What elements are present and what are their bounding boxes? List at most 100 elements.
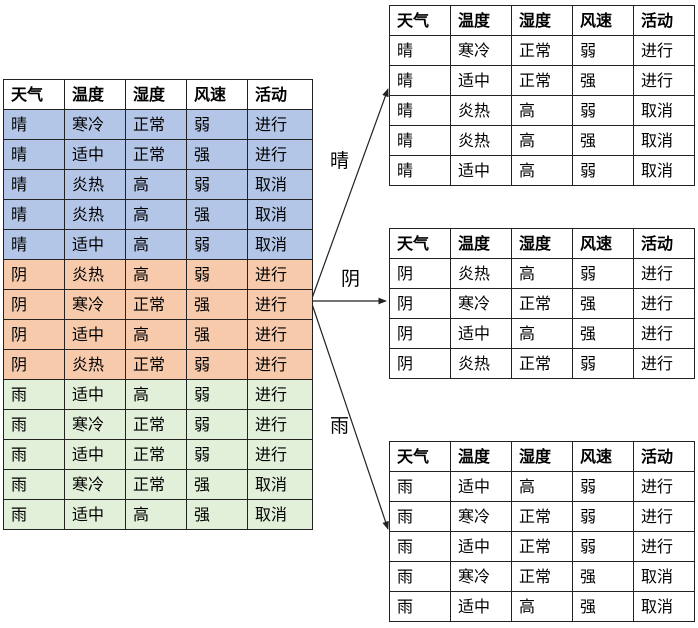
cell-wind: 弱 [186,169,248,200]
cell-wind: 弱 [186,379,248,410]
cell-weather: 雨 [3,499,65,530]
cell-temperature: 寒冷 [64,289,126,320]
header-wind: 风速 [572,228,634,259]
cell-activity: 进行 [633,501,695,532]
table-row: 晴寒冷正常弱进行 [3,109,313,140]
header-wind: 风速 [572,441,634,472]
cell-wind: 弱 [186,259,248,290]
header-activity: 活动 [633,441,695,472]
cell-activity: 进行 [247,379,313,410]
main-table-body: 晴寒冷正常弱进行晴适中正常强进行晴炎热高弱取消晴炎热高强取消晴适中高弱取消阴炎热… [3,109,313,530]
header-weather: 天气 [389,228,451,259]
cell-activity: 取消 [633,561,695,592]
cell-activity: 进行 [247,409,313,440]
cell-activity: 取消 [247,469,313,500]
cell-weather: 雨 [389,531,451,562]
table-row: 雨寒冷正常弱进行 [389,501,695,532]
cell-humidity: 高 [511,95,573,126]
cell-weather: 晴 [3,169,65,200]
cell-activity: 进行 [247,439,313,470]
subset-table-body: 晴寒冷正常弱进行晴适中正常强进行晴炎热高弱取消晴炎热高强取消晴适中高弱取消 [389,35,695,186]
cell-activity: 进行 [247,259,313,290]
cell-weather: 雨 [3,379,65,410]
cell-weather: 阴 [389,318,451,349]
header-humidity: 湿度 [511,228,573,259]
header-humidity: 湿度 [125,79,187,110]
subset-table-cloudy: 天气 温度 湿度 风速 活动 阴炎热高弱进行阴寒冷正常强进行阴适中高强进行阴炎热… [389,228,695,379]
branch-label-rainy: 雨 [330,415,350,437]
cell-weather: 阴 [3,289,65,320]
table-row: 阴炎热高弱进行 [3,259,313,290]
branch-label-cloudy: 阴 [341,268,361,290]
cell-activity: 取消 [247,199,313,230]
cell-activity: 进行 [247,139,313,170]
table-row: 雨适中高弱进行 [3,379,313,410]
cell-wind: 弱 [572,531,634,562]
cell-humidity: 正常 [125,439,187,470]
cell-humidity: 正常 [125,409,187,440]
table-row: 阴寒冷正常强进行 [3,289,313,320]
cell-activity: 进行 [633,35,695,66]
cell-weather: 晴 [389,95,451,126]
cell-activity: 取消 [633,591,695,622]
cell-temperature: 适中 [450,531,512,562]
cell-humidity: 高 [125,259,187,290]
cell-wind: 强 [186,139,248,170]
cell-humidity: 正常 [511,501,573,532]
header-row: 天气 温度 湿度 风速 活动 [3,79,313,110]
table-row: 雨寒冷正常强取消 [3,469,313,500]
cell-wind: 强 [186,199,248,230]
cell-weather: 阴 [3,259,65,290]
subset-table-sunny: 天气 温度 湿度 风速 活动 晴寒冷正常弱进行晴适中正常强进行晴炎热高弱取消晴炎… [389,5,695,186]
cell-weather: 晴 [389,155,451,186]
cell-activity: 进行 [633,288,695,319]
cell-wind: 弱 [572,471,634,502]
cell-temperature: 寒冷 [450,35,512,66]
table-row: 晴适中正常强进行 [3,139,313,170]
cell-wind: 弱 [572,95,634,126]
cell-humidity: 高 [125,199,187,230]
cell-wind: 强 [572,591,634,622]
cell-weather: 晴 [3,199,65,230]
cell-temperature: 炎热 [450,258,512,289]
cell-wind: 强 [186,499,248,530]
cell-temperature: 适中 [450,318,512,349]
cell-temperature: 适中 [64,439,126,470]
table-row: 晴适中高弱取消 [3,229,313,260]
cell-temperature: 适中 [450,65,512,96]
cell-temperature: 适中 [64,379,126,410]
table-row: 阴炎热高弱进行 [389,258,695,289]
cell-wind: 弱 [572,35,634,66]
cell-temperature: 炎热 [64,169,126,200]
header-weather: 天气 [3,79,65,110]
cell-temperature: 炎热 [64,259,126,290]
cell-weather: 阴 [389,348,451,379]
cell-humidity: 正常 [511,348,573,379]
cell-weather: 晴 [3,139,65,170]
cell-wind: 弱 [186,109,248,140]
cell-weather: 阴 [389,288,451,319]
cell-humidity: 正常 [511,288,573,319]
cell-wind: 弱 [572,258,634,289]
cell-activity: 进行 [633,531,695,562]
header-activity: 活动 [247,79,313,110]
table-row: 晴炎热高强取消 [389,125,695,156]
cell-humidity: 高 [511,471,573,502]
cell-wind: 弱 [572,155,634,186]
header-humidity: 湿度 [511,5,573,36]
cell-humidity: 正常 [125,469,187,500]
header-activity: 活动 [633,5,695,36]
header-humidity: 湿度 [511,441,573,472]
main-dataset-table: 天气 温度 湿度 风速 活动 晴寒冷正常弱进行晴适中正常强进行晴炎热高弱取消晴炎… [3,79,313,530]
cell-weather: 雨 [389,591,451,622]
table-row: 晴炎热高弱取消 [3,169,313,200]
cell-activity: 进行 [247,109,313,140]
cell-activity: 进行 [247,289,313,320]
cell-weather: 阴 [389,258,451,289]
cell-activity: 取消 [633,125,695,156]
table-row: 晴炎热高强取消 [3,199,313,230]
cell-temperature: 炎热 [64,349,126,380]
cell-weather: 雨 [3,409,65,440]
cell-temperature: 炎热 [64,199,126,230]
header-row: 天气 温度 湿度 风速 活动 [389,228,695,259]
